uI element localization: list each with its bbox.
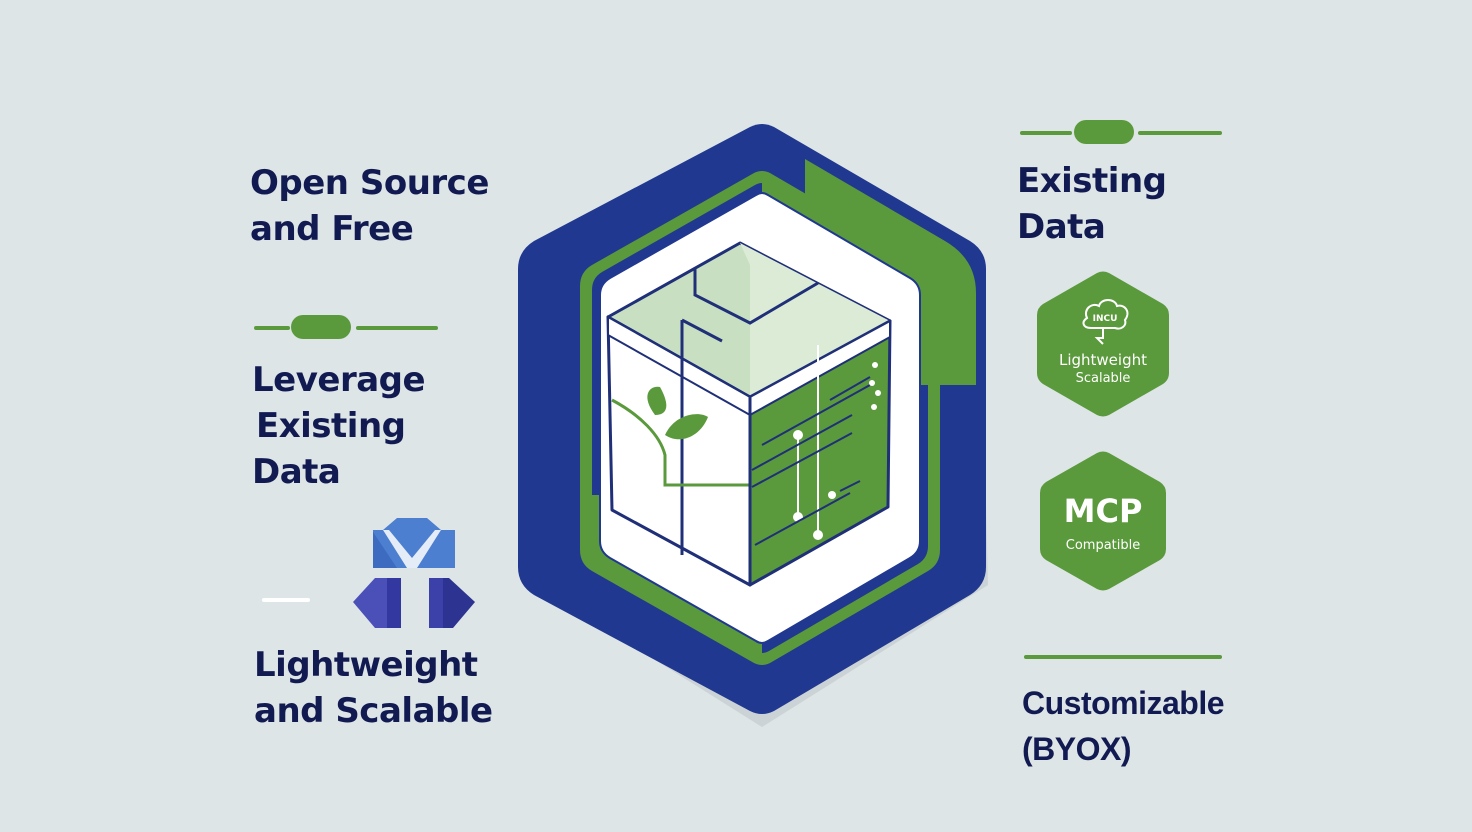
open-source-label: Open Source and Free (250, 160, 489, 252)
left-divider-line-b (356, 326, 438, 330)
leverage-data-label: Leverage Existing Data (252, 357, 426, 495)
customizable-line1: Customizable (1022, 685, 1225, 721)
badge1-icon-text: INCU (1093, 314, 1118, 324)
left-divider-line-a (254, 326, 290, 330)
cloud-chip-icon (1082, 299, 1129, 345)
customizable-line2: (BYOX) (1022, 731, 1132, 767)
leverage-line1: Leverage (252, 360, 426, 400)
lightweight-scalable-badge: INCU Lightweight Scalable (1037, 271, 1169, 417)
cube-top-light (740, 243, 890, 397)
recycle-bottom-left-shape (353, 578, 401, 628)
sprout-leaf-right (665, 414, 708, 440)
existing-line2: Data (1017, 207, 1106, 247)
open-source-line1: Open Source (250, 163, 489, 203)
central-hexagon-graphic (518, 124, 988, 727)
leverage-line3: Data (252, 452, 341, 492)
open-source-line2: and Free (250, 209, 414, 249)
recycle-bottom-right-shape (429, 578, 475, 628)
existing-data-label: Existing Data (1017, 158, 1167, 250)
lightweight-label: Lightweight and Scalable (254, 642, 493, 734)
right-divider-line-b (1138, 131, 1222, 135)
lightweight-line1: Lightweight (254, 645, 478, 685)
badge2-subtitle: Compatible (1066, 538, 1140, 553)
recycle-arrows-icon (353, 518, 475, 628)
left-divider-pill (291, 315, 351, 339)
right-divider-line-a (1020, 131, 1072, 135)
badge1-line1: Lightweight (1059, 351, 1147, 369)
mcp-compatible-badge: MCP Compatible (1040, 451, 1166, 591)
recycle-top-shape (373, 518, 455, 568)
sprout-leaf-left (647, 386, 667, 415)
lightweight-line2: and Scalable (254, 691, 493, 731)
customizable-label: Customizable (BYOX) (1022, 680, 1225, 772)
right-divider-pill (1074, 120, 1134, 144)
badge1-line2: Scalable (1076, 371, 1131, 386)
existing-line1: Existing (1017, 161, 1167, 201)
leverage-line2: Existing (256, 406, 406, 446)
badge2-title: MCP (1064, 492, 1143, 530)
server-cube-icon (606, 241, 892, 587)
right-bottom-divider (1024, 655, 1222, 659)
left-short-divider (262, 598, 310, 602)
